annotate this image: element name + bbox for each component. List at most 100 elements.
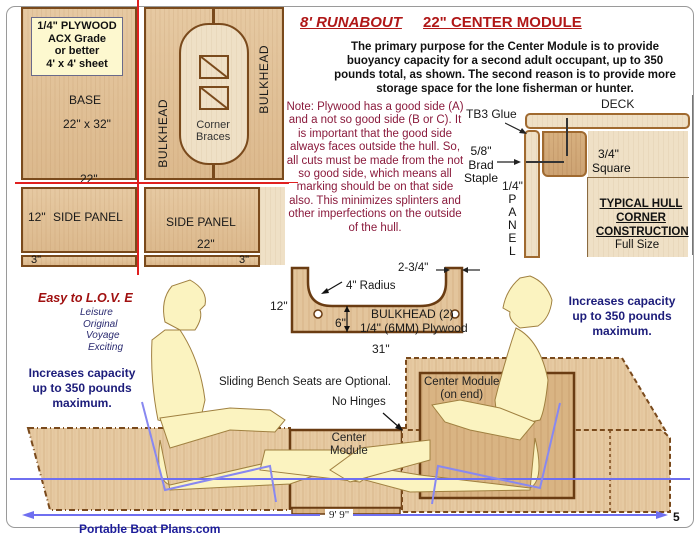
bulkhead-name: BULKHEAD (2) bbox=[371, 307, 454, 321]
staple-arrow-icon bbox=[497, 159, 521, 165]
sliding-seats-label: Sliding Bench Seats are Optional. bbox=[219, 376, 391, 388]
center-module-line: Center bbox=[331, 432, 367, 444]
panel-letter: P bbox=[508, 192, 517, 206]
capacity-line: maximum. bbox=[52, 396, 112, 410]
square-line: Square bbox=[592, 161, 631, 175]
center-module-line: Module bbox=[330, 445, 368, 457]
capacity-left: Increases capacity up to 350 pounds maxi… bbox=[12, 366, 152, 411]
bulkhead-detail: 2-3/4" 4" Radius 12" 6" BULKHEAD (2) 1/4… bbox=[270, 262, 480, 358]
seat-right-outline bbox=[431, 402, 561, 505]
strip-left bbox=[21, 255, 137, 267]
bulkhead-left-label: BULKHEAD bbox=[156, 99, 170, 168]
corner-construction-title: TYPICAL HULL CORNER CONSTRUCTION bbox=[596, 197, 689, 239]
full-size-label: Full Size bbox=[615, 239, 660, 251]
boat-length-label: 9' 9" bbox=[325, 509, 354, 521]
plywood-info-box: 1/4" PLYWOOD ACX Grade or better 4' x 4'… bbox=[31, 17, 123, 76]
top-dim-arrow-right-icon bbox=[462, 267, 480, 273]
glue-arrow-icon bbox=[505, 122, 527, 134]
capacity-line: up to 350 pounds bbox=[572, 309, 672, 323]
interior-line bbox=[587, 177, 689, 178]
strip-right-label: 3" bbox=[239, 254, 250, 266]
staple-line: Brad bbox=[468, 157, 494, 172]
panel-letter: E bbox=[508, 231, 517, 245]
right-edge-line bbox=[692, 95, 693, 255]
bulkhead-width-label: 31" bbox=[372, 342, 390, 356]
cut-line-note-pointer bbox=[286, 182, 298, 183]
panel-thickness-label: 1/4" bbox=[502, 179, 523, 193]
boat-scene bbox=[10, 275, 690, 519]
love-word: Voyage bbox=[86, 330, 120, 341]
capacity-line: maximum. bbox=[592, 324, 652, 338]
plywood-info-line: 4' x 4' sheet bbox=[46, 57, 108, 70]
plywood-info-line: 1/4" PLYWOOD bbox=[37, 20, 117, 32]
corner-braces-line: Corner bbox=[196, 119, 230, 131]
staple-line: 5/8" bbox=[470, 144, 492, 158]
title-line: TYPICAL HULL bbox=[599, 198, 683, 210]
staple-horizontal bbox=[526, 161, 564, 163]
center-module-end-line: Center Module bbox=[424, 376, 500, 388]
length-arrow-left-icon bbox=[22, 511, 34, 519]
staple-label: 5/8" Brad Staple bbox=[464, 144, 499, 186]
side-panel-left-height: 12" bbox=[28, 210, 46, 224]
center-module-label: Center Module bbox=[330, 432, 368, 458]
cut-line-vertical bbox=[137, 0, 139, 275]
plywood-info-line: or better bbox=[54, 45, 100, 57]
side-panel-right-label: SIDE PANEL bbox=[166, 215, 236, 229]
hull-interior bbox=[588, 131, 688, 257]
plywood-info-line: ACX Grade bbox=[47, 32, 107, 45]
radius-label: 4" Radius bbox=[346, 280, 396, 292]
title-center-module: 22" CENTER MODULE bbox=[423, 14, 582, 31]
plywood-note: Note: Plywood has a good side (A) and a … bbox=[286, 101, 464, 234]
length-arrow-right-icon bbox=[656, 511, 668, 519]
top-dim-arrow-left-icon bbox=[436, 267, 450, 273]
page-number: 5 bbox=[673, 510, 680, 524]
bulkhead-divider bbox=[212, 7, 215, 25]
person-left bbox=[151, 279, 382, 491]
capacity-line: Increases capacity bbox=[568, 294, 676, 308]
capacity-line: up to 350 pounds bbox=[32, 381, 132, 395]
glue-label: TB3 Glue bbox=[466, 107, 517, 121]
no-hinges-label: No Hinges bbox=[332, 396, 386, 408]
base-label: BASE bbox=[69, 93, 102, 107]
sheet-offcut bbox=[260, 187, 285, 265]
title-runabout: 8' RUNABOUT bbox=[300, 14, 402, 31]
staple-line: Staple bbox=[464, 171, 499, 185]
plywood-cut-sheet: 1/4" PLYWOOD ACX Grade or better 4' x 4'… bbox=[15, 0, 289, 275]
deck-label: DECK bbox=[601, 97, 635, 111]
panel-board bbox=[524, 130, 540, 258]
corner-braces-label: Corner Braces bbox=[196, 119, 230, 143]
panel-letter: L bbox=[508, 244, 516, 258]
bulkhead-depth-label: 6" bbox=[335, 316, 346, 330]
base-size: 22" x 32" bbox=[63, 117, 111, 131]
corner-braces-icon bbox=[199, 55, 229, 110]
center-module-end-label: Center Module (on end) bbox=[424, 376, 499, 402]
hinge-arrow-icon bbox=[395, 423, 403, 431]
staple-vertical bbox=[566, 118, 568, 156]
square-label: 3/4" Square bbox=[592, 147, 631, 175]
corner-braces-cutout bbox=[179, 23, 249, 165]
title-line: CONSTRUCTION bbox=[596, 226, 689, 238]
love-word: Leisure bbox=[80, 307, 113, 318]
site-link[interactable]: Portable Boat Plans.com bbox=[79, 522, 221, 536]
love-words: Leisure Original Voyage Exciting bbox=[80, 307, 123, 353]
square-block bbox=[542, 131, 587, 177]
corner-braces-line: Braces bbox=[196, 131, 231, 143]
center-module-end-line: (on end) bbox=[440, 389, 484, 401]
capacity-line: Increases capacity bbox=[28, 366, 136, 380]
bulkhead-right-label: BULKHEAD bbox=[257, 45, 271, 114]
square-line: 3/4" bbox=[598, 147, 619, 161]
title-line: CORNER bbox=[616, 212, 666, 224]
top-dim-label: 2-3/4" bbox=[398, 262, 429, 274]
love-title: Easy to L.O.V. E bbox=[38, 291, 133, 305]
side-panel-left-label: SIDE PANEL bbox=[53, 210, 123, 224]
panel-letter: N bbox=[508, 218, 517, 232]
love-word: Exciting bbox=[88, 341, 124, 353]
bulkhead-divider bbox=[212, 162, 215, 180]
strip-left-label: 3" bbox=[31, 254, 42, 266]
interior-line bbox=[587, 177, 588, 257]
panel-vertical-label: P A N E L bbox=[508, 193, 517, 258]
seat-left-outline bbox=[141, 401, 277, 503]
bulkhead-material: 1/4" (6MM) Plywood bbox=[360, 321, 468, 335]
intro-text: The primary purpose for the Center Modul… bbox=[334, 41, 676, 95]
bulkhead-height-label: 12" bbox=[270, 299, 288, 313]
